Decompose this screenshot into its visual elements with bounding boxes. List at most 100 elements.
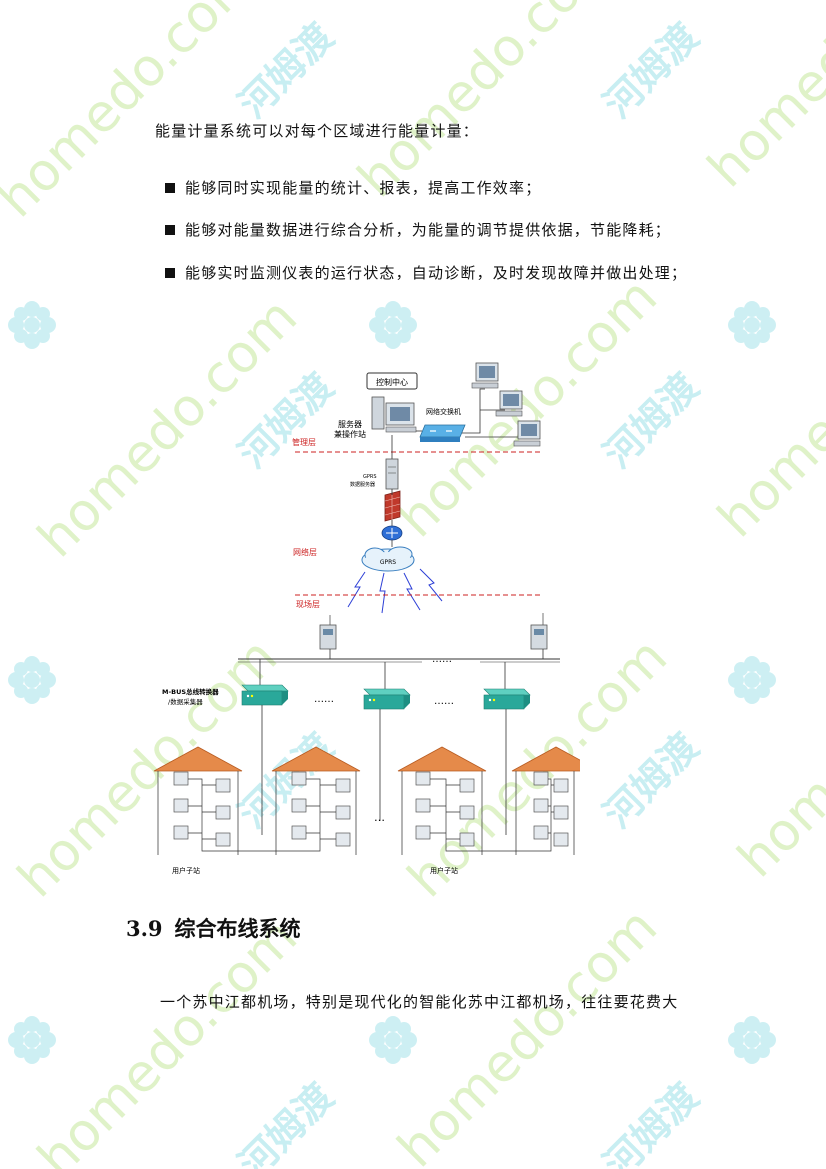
gprs-terminal-icon — [319, 615, 337, 650]
gprs-cloud-label: GPRS — [380, 559, 396, 566]
client-computer-icon — [513, 420, 541, 447]
user-substation-house — [506, 746, 580, 855]
heat-meter-icon — [533, 825, 549, 840]
firewall-icon — [384, 490, 401, 522]
watermark-text-cn: 河姆渡 — [595, 725, 707, 837]
heat-meter-icon — [335, 832, 351, 847]
bus-ellipsis: …… — [432, 654, 452, 665]
heat-meter-icon — [173, 825, 189, 840]
gprs-data-server-icon — [385, 458, 399, 490]
heat-meter-icon — [291, 825, 307, 840]
gprs-cloud-icon — [361, 546, 415, 572]
converter-ellipsis: …… — [434, 696, 454, 707]
mbus-converter-label: /数据采集器 — [168, 697, 203, 706]
heat-meter-icon — [553, 832, 569, 847]
heat-meter-icon — [533, 798, 549, 813]
management-layer-label: 管理层 — [292, 437, 316, 447]
flower-watermark-icon — [728, 301, 776, 349]
heat-meter-icon — [335, 805, 351, 820]
network-switch-icon — [419, 424, 466, 442]
square-bullet-icon — [165, 267, 175, 278]
heat-meter-icon — [215, 778, 231, 793]
watermark-text-cn: 河姆渡 — [230, 15, 342, 127]
heat-meter-icon — [215, 832, 231, 847]
flower-watermark-icon — [369, 1016, 417, 1064]
watermark-text-cn: 河姆渡 — [595, 365, 707, 477]
wireless-signal-icon — [379, 572, 386, 614]
flower-watermark-icon — [8, 1016, 56, 1064]
user-substation-house — [153, 746, 262, 855]
heat-meter-icon — [459, 832, 475, 847]
heat-meter-icon — [173, 798, 189, 813]
heat-meter-icon — [553, 778, 569, 793]
watermark-text: homedo.com — [727, 607, 826, 889]
intro-text: 能量计量系统可以对每个区域进行能量计量： — [155, 122, 480, 140]
router-icon — [381, 525, 403, 541]
server-label: 服务器 — [338, 419, 362, 429]
workstation-label: 兼操作站 — [334, 429, 366, 439]
watermark-text-cn: 河姆渡 — [595, 1075, 707, 1169]
control-center-label: 控制中心 — [376, 377, 408, 387]
field-layer-label: 现场层 — [296, 600, 320, 609]
square-bullet-icon — [165, 182, 175, 193]
watermark-text: homedo.com — [707, 267, 826, 549]
heat-meter-icon — [173, 771, 189, 786]
mbus-converter-label: M-BUS总线转换器 — [162, 687, 219, 696]
heat-meter-icon — [215, 805, 231, 820]
square-bullet-icon — [165, 224, 175, 235]
bullet-item: 能够实时监测仪表的运行状态，自动诊断，及时发现故障并做出处理； — [165, 262, 687, 283]
mbus-converter-icon — [363, 688, 411, 710]
heat-meter-icon — [533, 771, 549, 786]
user-substation-house — [397, 746, 506, 855]
gprs-server-label: GPRS — [363, 474, 377, 480]
network-layer-label: 网络层 — [293, 547, 317, 557]
heat-meter-icon — [415, 771, 431, 786]
substation-label: 用户子站 — [430, 866, 458, 875]
watermark-text-cn: 河姆渡 — [230, 1075, 342, 1169]
wireless-signal-icon — [403, 572, 421, 611]
wireless-signal-icon — [347, 571, 366, 608]
body-paragraph: 一个苏中江都机场，特别是现代化的智能化苏中江都机场，往往要花费大 — [160, 993, 679, 1011]
switch-label: 网络交换机 — [426, 407, 461, 416]
bullet-item: 能够对能量数据进行综合分析，为能量的调节提供依据，节能降耗； — [165, 219, 671, 240]
gprs-server-label: 数据服务器 — [350, 481, 375, 488]
heat-meter-icon — [415, 825, 431, 840]
heat-meter-icon — [335, 778, 351, 793]
flower-watermark-icon — [8, 301, 56, 349]
mbus-converter-icon — [241, 684, 289, 706]
flower-watermark-icon — [728, 656, 776, 704]
energy-metering-network-diagram: 控制中心 服务器 兼操作站 网络交换机 — [153, 362, 580, 875]
watermark-text: homedo.com — [27, 907, 309, 1169]
section-heading: 3.9 综合布线系统 — [126, 913, 301, 943]
user-substation-house — [262, 746, 361, 855]
server-computer-icon — [371, 396, 417, 433]
client-computer-icon — [495, 390, 523, 417]
bullet-text: 能够同时实现能量的统计、报表，提高工作效率； — [185, 179, 542, 197]
watermark-text-cn: 河姆渡 — [595, 15, 707, 127]
heat-meter-icon — [291, 798, 307, 813]
gprs-terminal-icon — [530, 613, 548, 650]
watermark-text: homedo.com — [387, 897, 669, 1169]
watermark-text: homedo.com — [697, 0, 826, 199]
house-ellipsis: … — [374, 811, 385, 824]
substation-label: 用户子站 — [172, 866, 200, 875]
bullet-text: 能够实时监测仪表的运行状态，自动诊断，及时发现故障并做出处理； — [185, 264, 688, 282]
heat-meter-icon — [291, 771, 307, 786]
bullet-text: 能够对能量数据进行综合分析，为能量的调节提供依据，节能降耗； — [185, 221, 672, 239]
client-computer-icon — [471, 362, 499, 389]
heat-meter-icon — [459, 805, 475, 820]
section-number: 3.9 — [126, 916, 163, 941]
bullet-item: 能够同时实现能量的统计、报表，提高工作效率； — [165, 177, 541, 198]
heat-meter-icon — [553, 805, 569, 820]
flower-watermark-icon — [369, 301, 417, 349]
heat-meter-icon — [415, 798, 431, 813]
section-title: 综合布线系统 — [174, 916, 301, 941]
control-center-box — [366, 372, 418, 390]
flower-watermark-icon — [728, 1016, 776, 1064]
converter-ellipsis: …… — [314, 694, 334, 705]
flower-watermark-icon — [8, 656, 56, 704]
heat-meter-icon — [459, 778, 475, 793]
wireless-signal-icon — [419, 568, 443, 602]
mbus-converter-icon — [483, 688, 531, 710]
